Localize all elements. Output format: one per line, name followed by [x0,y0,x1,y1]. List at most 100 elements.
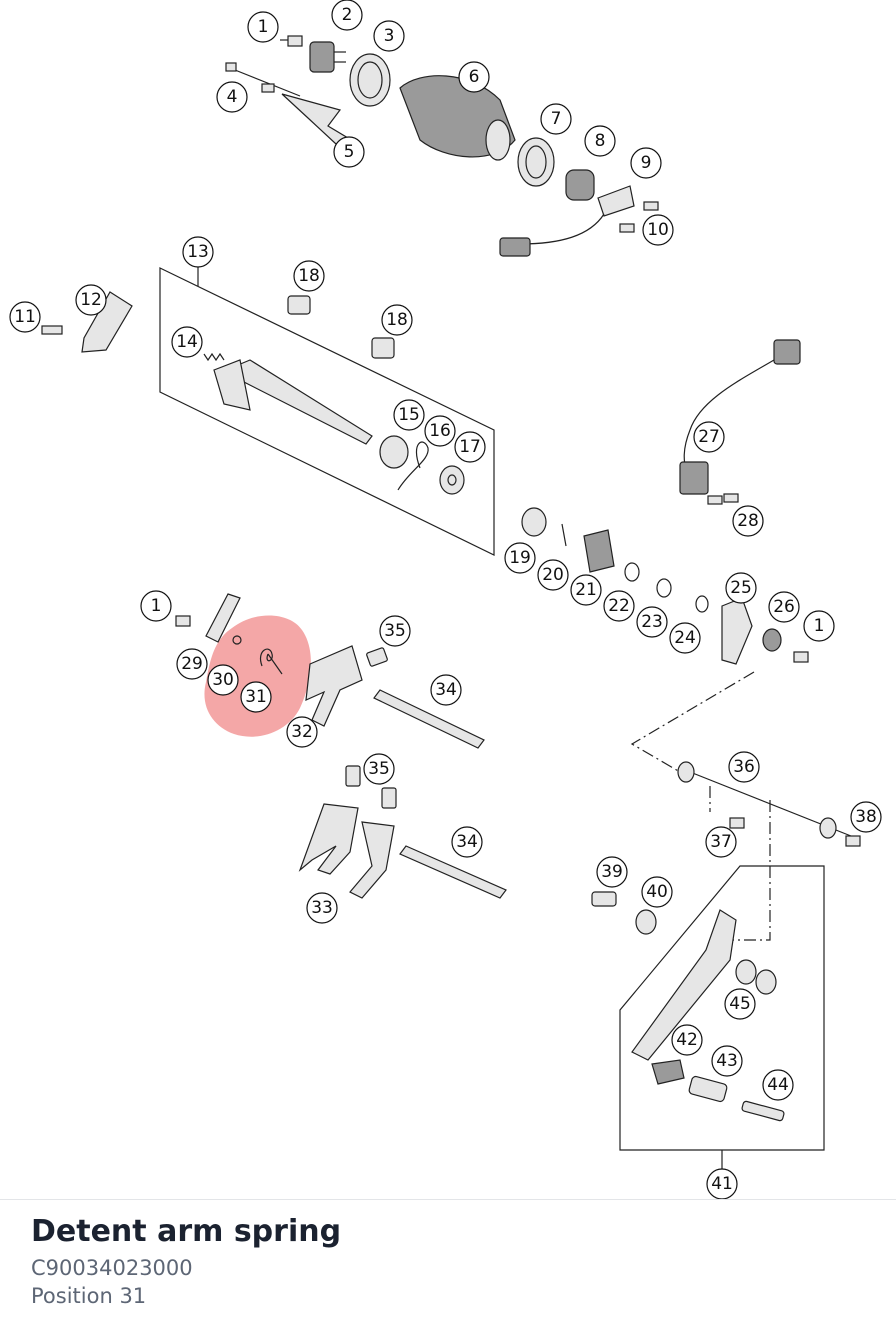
part-name: Detent arm spring [31,1214,342,1249]
callout-circle [693,421,725,453]
callout-label: 21 [575,580,597,600]
callout-circle [393,399,425,431]
callout-circle [293,260,325,292]
callout-circle [636,606,668,638]
callout-circle [504,542,536,574]
callout-circle [728,751,760,783]
callout-label: 34 [456,832,478,852]
callout-label: 12 [80,290,102,310]
highlight-area [204,615,311,737]
callout-circle [850,801,882,833]
divider [0,1199,896,1200]
exploded-parts-diagram: 1 2 3 4 5 6 7 8 9 10 11 12 13 14 15 16 1… [9,0,882,1200]
callout-circle [240,681,272,713]
part-position: Position 31 [31,1284,147,1308]
callout-label: 15 [398,405,420,425]
callout-circle [711,1045,743,1077]
callout-circle [642,214,674,246]
callout-label: 35 [384,621,406,641]
callout-circle [725,572,757,604]
callout-label: 23 [641,612,663,632]
callout-label: 36 [733,757,755,777]
callout-label: 3 [384,26,395,46]
callout-label: 9 [641,153,652,173]
part-shapes-top [225,35,659,257]
callout-label: 13 [187,242,209,262]
callout-circle [724,988,756,1020]
callout-label: 35 [368,759,390,779]
callout-circle [182,236,214,268]
callout-circle [762,1069,794,1101]
shift-lever-group [591,671,861,1170]
callout-circle [9,301,41,333]
callout-label: 42 [676,1030,698,1050]
callout-label: 45 [729,994,751,1014]
callout-circle [540,103,572,135]
callout-label: 22 [608,596,630,616]
callout-label: 38 [855,807,877,827]
callout-label: 27 [698,427,720,447]
callout-label: 25 [730,578,752,598]
callout-circle [803,610,835,642]
callout-label: 24 [674,628,696,648]
callout-label: 32 [291,722,313,742]
callout-label: 44 [767,1075,789,1095]
callout-circle [424,415,456,447]
callout-circle [140,590,172,622]
part-number: C90034023000 [31,1256,193,1280]
callout-circle [732,505,764,537]
callout-circle [207,664,239,696]
callout-circle [286,716,318,748]
callout-label: 4 [227,87,238,107]
callout-label: 8 [595,131,606,151]
callout-label: 33 [311,898,333,918]
callout-circle [75,284,107,316]
callout-label: 1 [258,17,269,37]
callout-label: 18 [298,266,320,286]
callout-circle [430,674,462,706]
callout-label: 34 [435,680,457,700]
callout-label: 37 [710,832,732,852]
callout-circle [379,615,411,647]
callout-label: 17 [459,437,481,457]
callout-circle [458,61,490,93]
part-shapes-left [41,291,133,353]
callout-circle [216,81,248,113]
callout-circle [247,11,279,43]
callout-circle [331,0,363,31]
callout-circle [333,136,365,168]
gear-sensor [679,339,801,505]
callout-label: 19 [509,548,531,568]
callout-label: 6 [469,67,480,87]
callout-label: 14 [176,332,198,352]
callout-label: 29 [181,654,203,674]
callout-label: 41 [711,1174,733,1194]
callout-circle [603,590,635,622]
callout-label: 1 [814,616,825,636]
callout-circle [596,856,628,888]
callout-label: 16 [429,421,451,441]
callout-circle [671,1024,703,1056]
callout-label: 39 [601,862,623,882]
callout-circle [768,591,800,623]
callout-label: 5 [344,142,355,162]
callout-label: 7 [551,109,562,129]
callout-circle [705,826,737,858]
callout-label: 10 [647,220,669,240]
callout-label: 18 [386,310,408,330]
callout-label: 31 [245,687,267,707]
callout-circle [171,326,203,358]
callout-circle [381,304,413,336]
callout-label: 40 [646,882,668,902]
callout-label: 28 [737,511,759,531]
shift-fork-group [175,593,507,899]
callout-label: 20 [542,565,564,585]
part-info-panel: Detent arm spring C90034023000 Position … [0,1200,896,1335]
callout-circle [641,876,673,908]
shift-shaft-box [159,264,495,556]
part-shapes-row [521,507,809,665]
callout-circle [630,147,662,179]
callout-circle [537,559,569,591]
callout-label: 30 [212,670,234,690]
callout-circle [176,648,208,680]
